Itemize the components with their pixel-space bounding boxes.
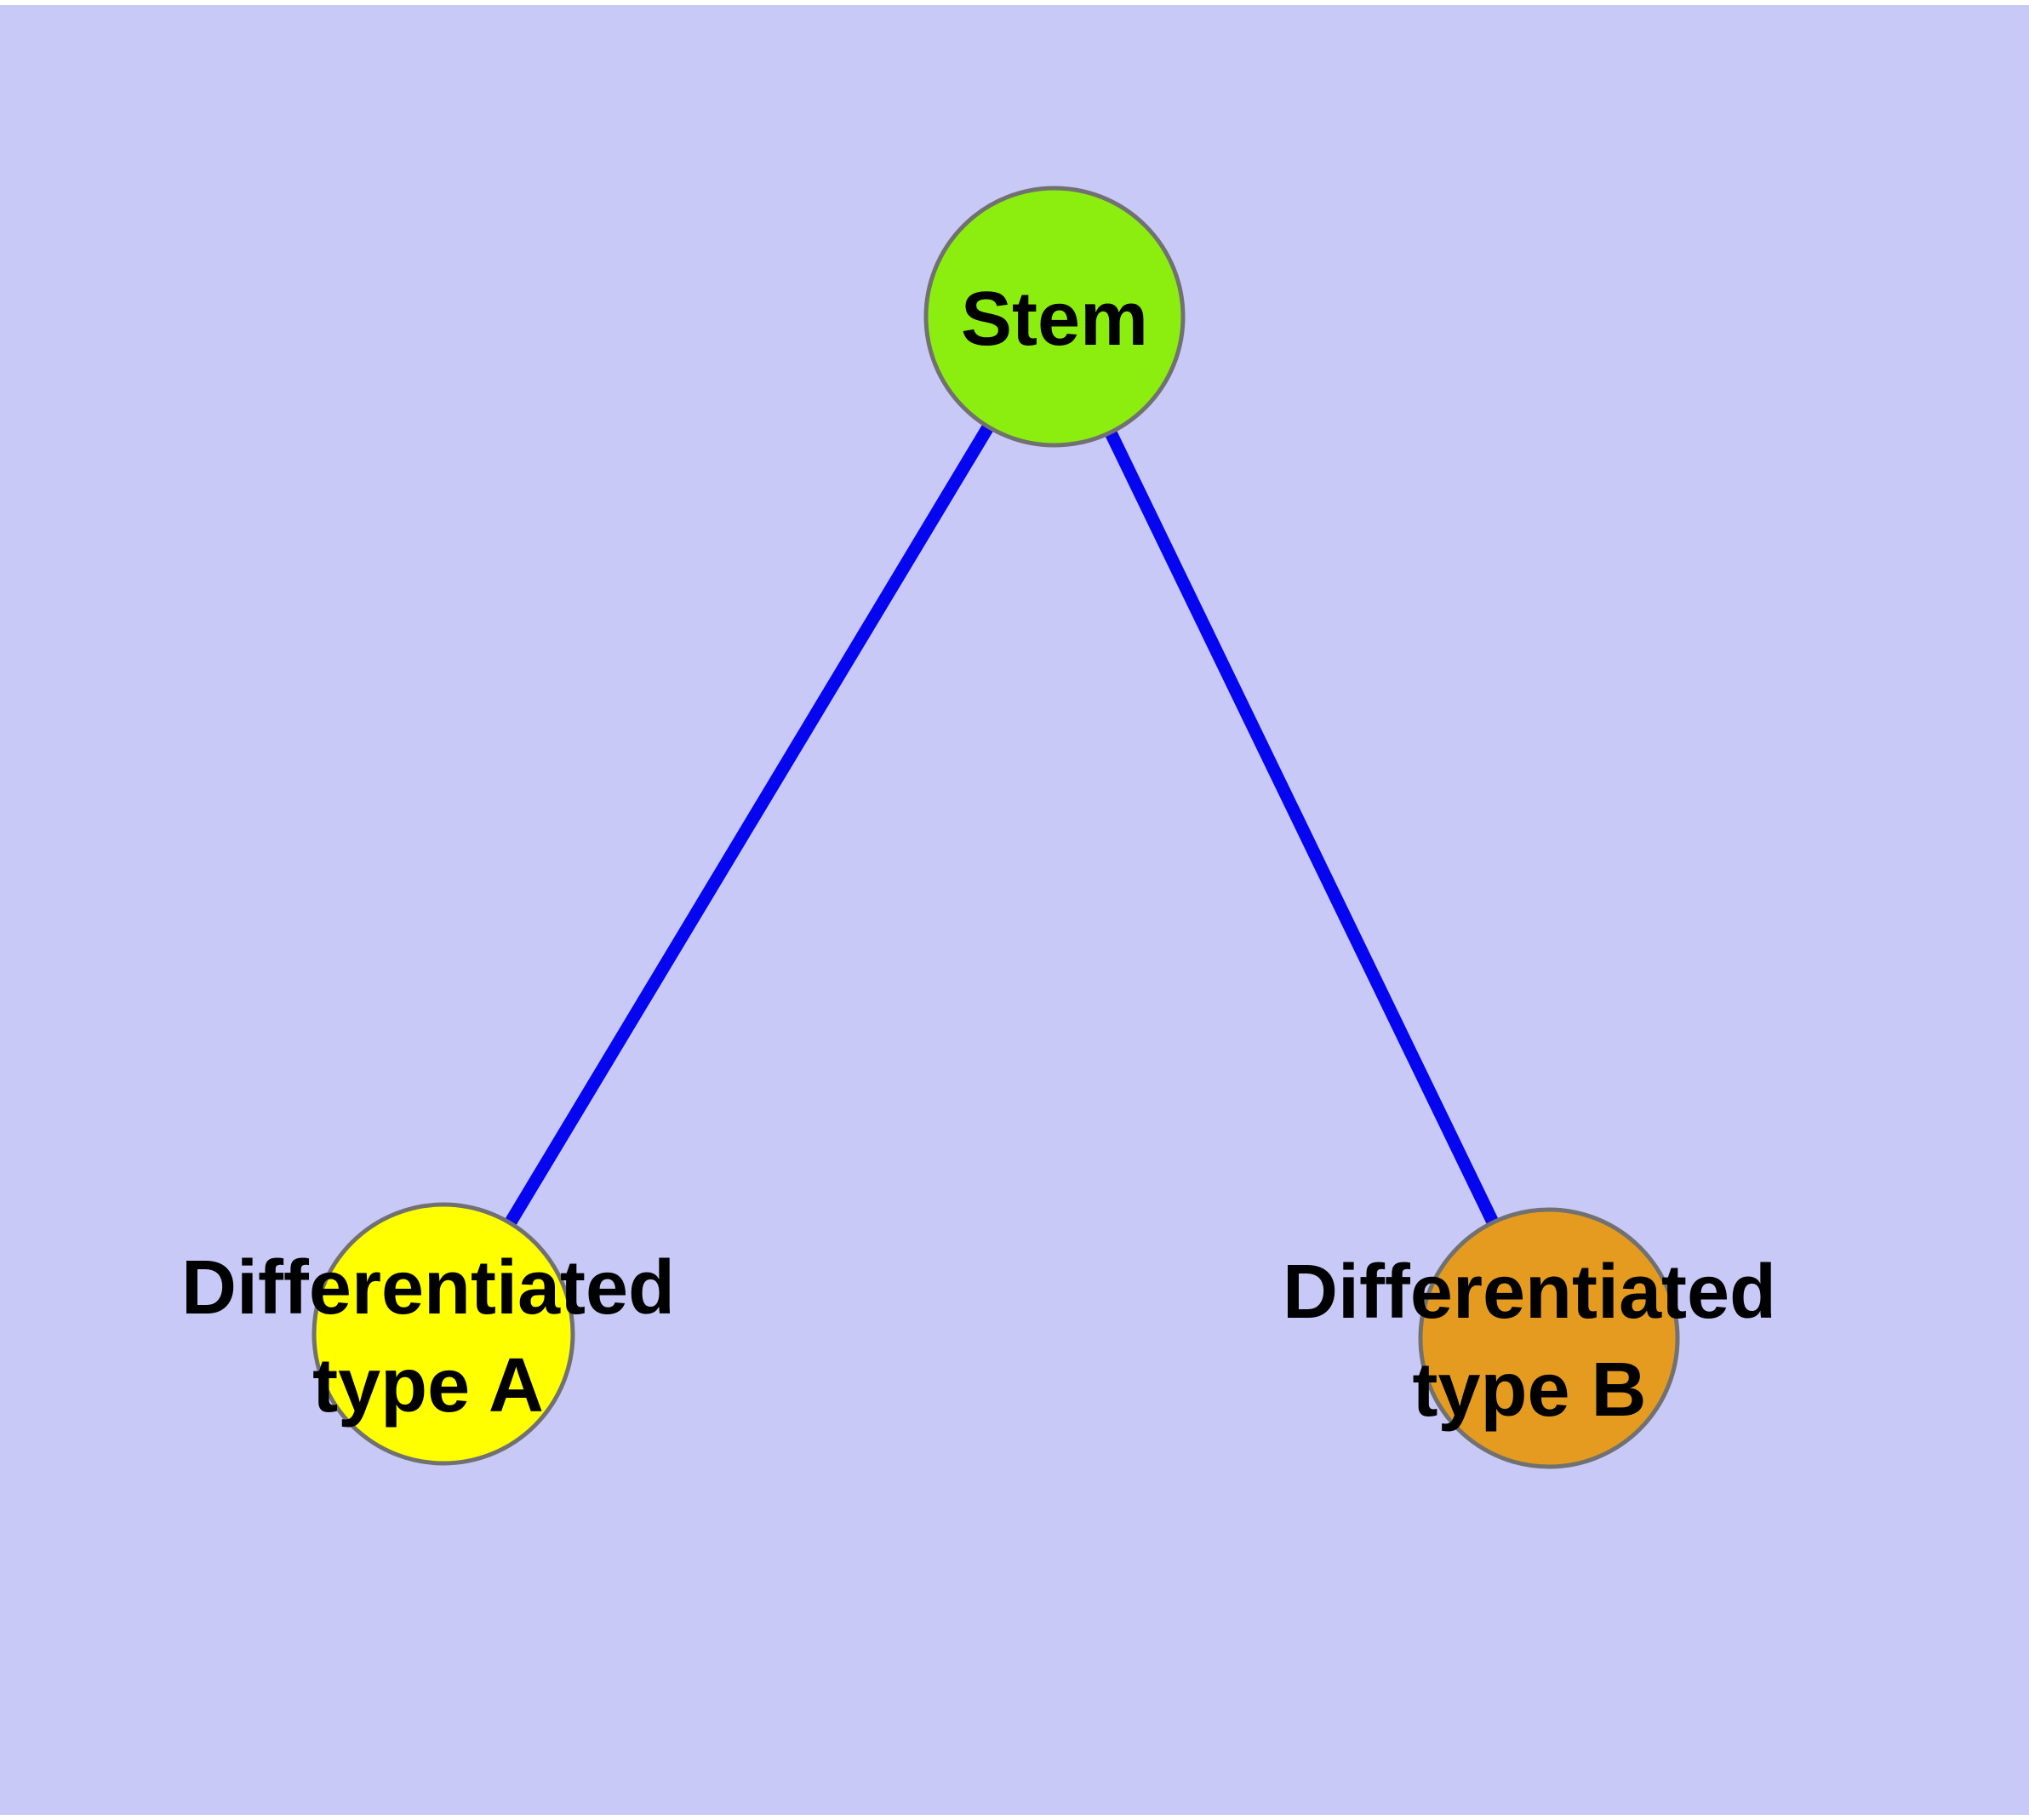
node-stem[interactable] (923, 186, 1186, 448)
node-type-a-label-line1: Differentiated (181, 1245, 675, 1331)
node-differentiated-type-b[interactable] (1418, 1207, 1680, 1469)
node-type-b-label-line1: Differentiated (1283, 1250, 1776, 1335)
node-type-b-label-line2: type B (1412, 1348, 1646, 1433)
node-stem-label: Stem (961, 277, 1148, 362)
node-type-a-label-line2: type A (312, 1343, 544, 1428)
node-differentiated-type-a[interactable] (311, 1202, 575, 1466)
edge-stem-to-type-b (1049, 313, 1555, 1342)
edge-stem-to-type-a (437, 313, 1060, 1337)
